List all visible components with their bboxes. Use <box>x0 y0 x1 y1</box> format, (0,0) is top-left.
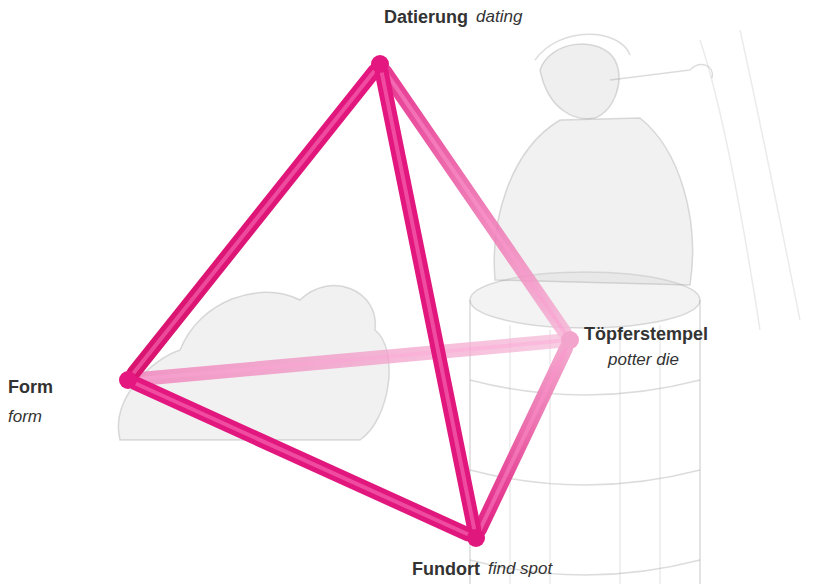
figure-head <box>540 44 619 119</box>
tube <box>382 73 474 529</box>
tube-highlight <box>137 341 561 379</box>
vertex-caption: Fundort find spot <box>412 558 552 580</box>
tetrahedron-edge <box>136 384 468 535</box>
vertex-caption: Töpferstempel potter die <box>584 323 708 371</box>
engraving <box>118 30 800 584</box>
vertex-node: Formform <box>119 371 137 389</box>
tetrahedron-edge <box>480 348 566 530</box>
tube <box>134 71 375 373</box>
german-term: Töpferstempel <box>584 323 708 345</box>
tube <box>136 384 468 535</box>
figure-hat <box>535 34 630 60</box>
tetrahedron-edge <box>137 341 561 379</box>
tetrahedron-edge <box>134 71 375 373</box>
background-shading <box>700 30 800 330</box>
english-term: form <box>8 406 53 428</box>
german-term: Fundort <box>412 558 480 580</box>
vertex-node: Töpferstempelpotter die <box>561 331 579 349</box>
tube <box>137 341 561 379</box>
vertex-node: Datierungdating <box>371 55 389 73</box>
english-term: find spot <box>488 558 552 580</box>
vertex-caption: Form form <box>8 376 53 428</box>
german-term: Form <box>8 376 53 398</box>
figure-body <box>494 118 692 285</box>
english-term: dating <box>476 6 522 28</box>
tube <box>480 348 566 530</box>
vertex-node: Fundortfind spot <box>467 529 485 547</box>
tetrahedron-edge <box>382 73 474 529</box>
tube-highlight <box>480 348 566 530</box>
figure-pipe <box>610 65 712 80</box>
english-term: potter die <box>608 349 708 371</box>
tube-highlight <box>136 384 468 535</box>
tube-highlight <box>134 71 375 373</box>
german-term: Datierung <box>384 6 468 28</box>
vertex-caption: Datierung dating <box>384 6 522 28</box>
tube-highlight <box>382 73 474 529</box>
